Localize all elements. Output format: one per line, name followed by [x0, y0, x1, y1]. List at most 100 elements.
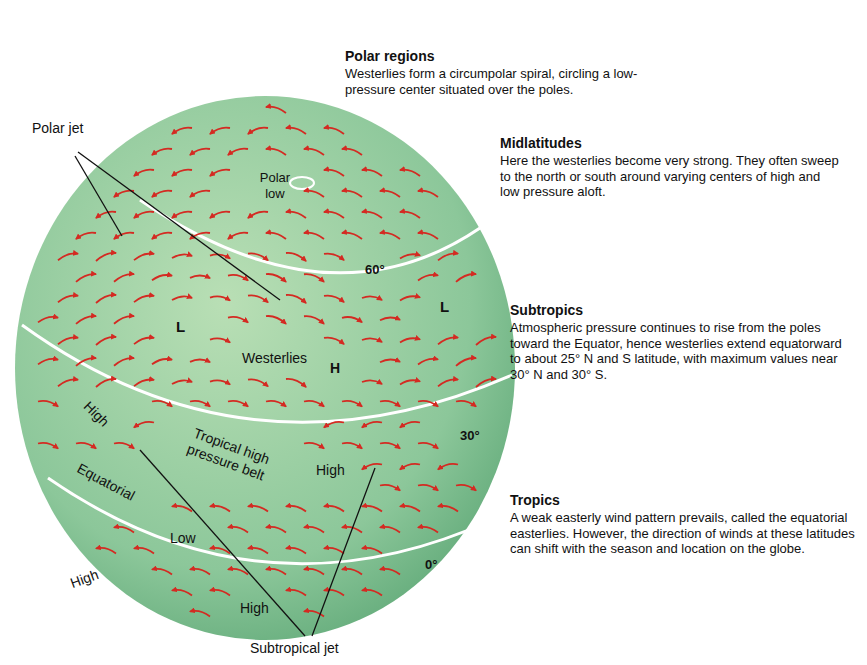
wind-arrow	[324, 548, 344, 554]
wind-arrow	[266, 316, 286, 324]
wind-arrow	[134, 380, 154, 387]
wind-arrow	[76, 443, 96, 449]
wind-arrow	[190, 569, 210, 575]
wind-arrow	[190, 275, 210, 278]
wind-arrow	[286, 379, 306, 387]
map-label: Polar jet	[32, 120, 83, 137]
wind-arrow	[152, 401, 172, 407]
wind-arrow	[266, 527, 286, 533]
map-label: Low	[170, 530, 196, 547]
wind-arrow	[172, 590, 192, 596]
wind-arrow	[286, 128, 306, 134]
wind-arrow	[362, 338, 382, 342]
wind-arrow	[96, 253, 116, 261]
wind-arrow	[324, 422, 344, 428]
wind-arrow	[190, 359, 210, 362]
wind-arrow	[342, 569, 362, 575]
description-text: A weak easterly wind pattern prevails, c…	[510, 510, 855, 557]
wind-arrow	[96, 548, 116, 554]
wind-arrow	[172, 128, 192, 134]
wind-arrow	[76, 358, 96, 366]
wind-arrow	[456, 358, 476, 366]
wind-arrow	[134, 548, 154, 554]
wind-arrow	[418, 233, 438, 239]
wind-arrow	[380, 485, 400, 491]
wind-arrow	[248, 506, 268, 512]
wind-arrow	[248, 212, 268, 218]
wind-arrow	[324, 296, 344, 303]
wind-arrow	[380, 527, 400, 533]
wind-arrow	[418, 275, 438, 281]
leader-lines	[75, 152, 375, 636]
wind-arrow	[286, 253, 306, 261]
wind-arrow	[362, 212, 382, 218]
wind-arrow	[438, 379, 458, 386]
wind-arrow	[152, 191, 172, 197]
wind-arrow	[228, 233, 248, 239]
wind-arrow	[76, 316, 96, 324]
wind-arrow	[152, 359, 172, 364]
wind-arrow	[76, 274, 96, 282]
wind-arrow	[134, 338, 154, 345]
wind-arrow	[380, 401, 400, 407]
wind-arrow	[190, 401, 210, 407]
wind-arrow	[190, 191, 210, 197]
wind-arrow	[248, 253, 268, 260]
wind-arrow	[172, 254, 192, 258]
wind-arrow	[476, 337, 496, 345]
wind-arrow	[248, 548, 268, 554]
wind-arrow	[228, 569, 248, 575]
description-text: Here the westerlies become very strong. …	[500, 153, 840, 200]
heading-label: 30°	[460, 428, 480, 444]
heading-label: H	[330, 360, 340, 377]
polar-low-ring	[290, 177, 314, 189]
wind-arrow	[304, 191, 324, 197]
wind-arrows	[38, 107, 496, 617]
wind-arrow	[266, 233, 286, 239]
wind-arrow	[172, 170, 192, 176]
wind-arrow	[362, 506, 382, 512]
wind-arrow	[304, 274, 324, 282]
heading-label: L	[440, 298, 449, 316]
wind-arrow	[304, 233, 324, 239]
wind-arrow	[476, 379, 496, 387]
wind-arrow	[248, 379, 268, 386]
wind-arrow	[380, 569, 400, 575]
wind-arrow	[342, 317, 362, 322]
wind-arrow	[210, 212, 230, 218]
latitude-60	[140, 200, 480, 273]
wind-arrow	[114, 527, 134, 533]
wind-arrow	[228, 401, 248, 407]
wind-arrow	[210, 338, 230, 342]
map-label: High	[316, 462, 345, 479]
heading-label: L	[176, 318, 185, 336]
wind-arrow	[418, 527, 438, 533]
wind-arrow	[400, 506, 420, 512]
map-label: High	[68, 566, 101, 592]
wind-arrow	[210, 506, 230, 512]
wind-arrow	[286, 295, 306, 303]
description-text: Westerlies form a circumpolar spiral, ci…	[345, 66, 665, 97]
wind-arrow	[380, 443, 400, 449]
wind-arrow	[324, 212, 344, 218]
wind-arrow	[400, 380, 420, 384]
wind-arrow	[418, 401, 438, 407]
wind-arrow	[380, 233, 400, 239]
wind-arrow	[134, 422, 154, 428]
globe	[15, 96, 515, 640]
wind-arrow	[304, 443, 324, 449]
wind-arrow	[438, 506, 458, 512]
wind-arrow	[380, 359, 400, 362]
wind-arrow	[400, 170, 420, 176]
wind-arrow	[456, 485, 476, 491]
heading-label: Polar regions	[345, 48, 434, 65]
wind-arrow	[418, 359, 438, 365]
wind-arrow	[134, 296, 154, 303]
heading-label: 0°	[425, 557, 437, 573]
wind-arrow	[362, 590, 382, 596]
wind-arrow	[438, 464, 458, 470]
heading-label: Tropics	[510, 492, 560, 509]
map-label: Polar low	[254, 170, 296, 201]
wind-arrow	[266, 107, 286, 113]
wind-arrow	[210, 296, 230, 300]
